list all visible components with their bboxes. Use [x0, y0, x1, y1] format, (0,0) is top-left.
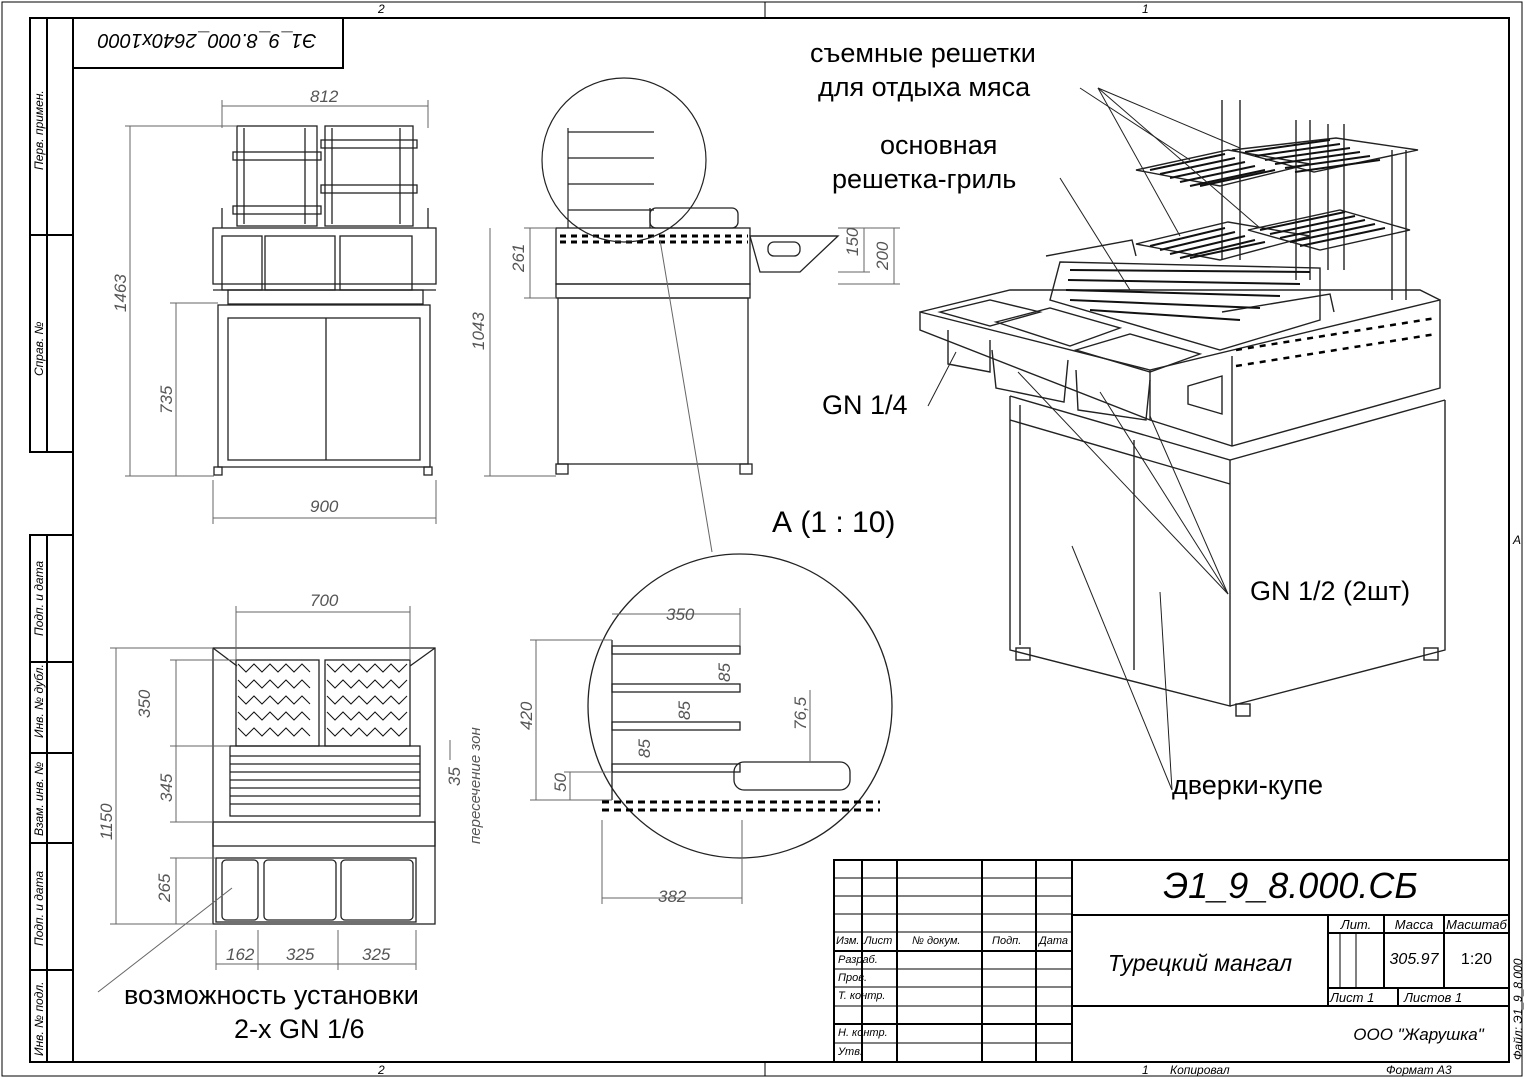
- side-perv-primen: Перв. примен.: [32, 90, 46, 170]
- detail-circle-small: [541, 77, 707, 243]
- side-podp-data-1: Подп. и дата: [32, 560, 46, 636]
- tb-row-nkontr: Н. контр.: [838, 1027, 888, 1039]
- rotated-code-box: [72, 17, 344, 69]
- copy-label: Копировал: [1170, 1063, 1230, 1077]
- tb-col-date: Дата: [1039, 935, 1069, 947]
- dim-162: 162: [226, 945, 255, 964]
- dim-345: 345: [157, 773, 176, 802]
- leader-lines: [927, 87, 1261, 791]
- dim-detail-50: 50: [551, 773, 570, 792]
- dim-detail-350: 350: [666, 605, 695, 624]
- dim-350: 350: [135, 689, 154, 718]
- side-inv-dubl: Инв. № дубл.: [32, 664, 46, 738]
- note-zone-overlap: пересечение зон: [467, 727, 484, 844]
- callout-doors: дверки-купе: [1172, 770, 1323, 800]
- callout-gn-quarter: GN 1/4: [822, 390, 908, 420]
- dim-265: 265: [155, 873, 174, 902]
- dim-35: 35: [445, 767, 464, 786]
- tb-col-podp: Подп.: [992, 935, 1022, 947]
- tb-row-prov: Пров.: [838, 972, 868, 984]
- dim-735: 735: [157, 385, 176, 414]
- side-vzam-inv: Взам. инв. №: [32, 761, 46, 836]
- zone-bottom-left: 2: [378, 1063, 385, 1077]
- top-view-grates: [237, 663, 408, 737]
- tb-lit-header: Лит.: [1340, 917, 1372, 932]
- tb-col-list: Лист: [864, 935, 893, 947]
- dim-812: 812: [310, 87, 339, 106]
- tb-sheets: Листов 1: [1404, 990, 1463, 1005]
- tb-col-doc: № докум.: [912, 935, 961, 947]
- title-block: [833, 859, 1510, 1063]
- tb-row-tkontr: Т. контр.: [838, 990, 886, 1002]
- detail-a-dims: [530, 608, 811, 904]
- callout-main-grill-1: основная: [880, 130, 998, 160]
- dim-200: 200: [873, 241, 892, 270]
- dim-1150: 1150: [97, 803, 116, 840]
- tb-designation: Э1_9_8.000.СБ: [1163, 865, 1418, 906]
- callout-option-1: возможность установки: [124, 980, 419, 1010]
- tb-row-razrab: Разраб.: [838, 954, 878, 966]
- dim-150: 150: [843, 227, 862, 256]
- tb-scale-header: Масштаб: [1446, 917, 1507, 932]
- callout-removable-grates-2: для отдыха мяса: [818, 72, 1031, 102]
- callout-removable-grates-1: съемные решетки: [810, 38, 1036, 68]
- zone-bottom-right: 1: [1142, 1063, 1149, 1077]
- tb-mass: 305.97: [1389, 951, 1439, 968]
- zone-top-left: 2: [378, 2, 385, 16]
- front-view: [212, 125, 437, 476]
- top-view-dims: [97, 606, 451, 993]
- dim-700: 700: [310, 591, 339, 610]
- tb-row-utv: Утв.: [838, 1046, 863, 1058]
- isometric-view: [919, 100, 1446, 717]
- rotated-drawing-code: Э1_9_8.000_2640х1000: [97, 29, 317, 51]
- dim-detail-85-b: 85: [675, 701, 694, 720]
- dim-detail-85-a: 85: [715, 663, 734, 682]
- dim-261: 261: [509, 243, 528, 272]
- side-view-dims: [484, 227, 900, 553]
- tb-scale: 1:20: [1460, 951, 1493, 968]
- detail-a-label: А (1 : 10): [772, 506, 896, 539]
- zone-top-right: 1: [1142, 2, 1149, 16]
- top-view: [212, 647, 436, 925]
- side-podp-data-2: Подп. и дата: [32, 870, 46, 946]
- dim-1463: 1463: [111, 274, 130, 312]
- side-inv-podl: Инв. № подл.: [32, 981, 46, 1056]
- side-zone-label: А: [1513, 533, 1522, 547]
- callout-gn-half: GN 1/2 (2шт): [1250, 576, 1411, 606]
- tb-name: Турецкий мангал: [1107, 950, 1293, 976]
- tb-mass-header: Масса: [1394, 917, 1434, 932]
- tb-company: ООО "Жарушка": [1353, 1025, 1484, 1044]
- isometric-grates: [1065, 139, 1386, 321]
- callout-option-2: 2-х GN 1/6: [234, 1014, 365, 1044]
- side-sprav-no: Справ. №: [32, 321, 46, 376]
- dim-1043: 1043: [469, 312, 488, 350]
- side-columns: [29, 17, 74, 1063]
- isometric-dashes: [1235, 316, 1437, 368]
- format-label: Формат А3: [1386, 1063, 1452, 1077]
- tb-col-izm: Изм.: [836, 935, 860, 947]
- callout-main-grill-2: решетка-гриль: [832, 164, 1017, 194]
- dim-detail-420: 420: [517, 701, 536, 730]
- file-label: Файл: Э1_9_8.000: [1511, 958, 1525, 1060]
- side-view: [555, 207, 840, 475]
- title-block-thin: [834, 877, 1357, 1044]
- dim-detail-382: 382: [658, 887, 687, 906]
- dim-325-b: 325: [362, 945, 391, 964]
- detail-a: [587, 553, 893, 859]
- tb-sheet: Лист 1: [1330, 990, 1375, 1005]
- dim-900: 900: [310, 497, 339, 516]
- dim-detail-85-c: 85: [635, 739, 654, 758]
- dim-325-a: 325: [286, 945, 315, 964]
- front-view-dims: [125, 100, 437, 524]
- dim-detail-76-5: 76,5: [791, 696, 810, 730]
- detail-a-dashes: [602, 800, 880, 812]
